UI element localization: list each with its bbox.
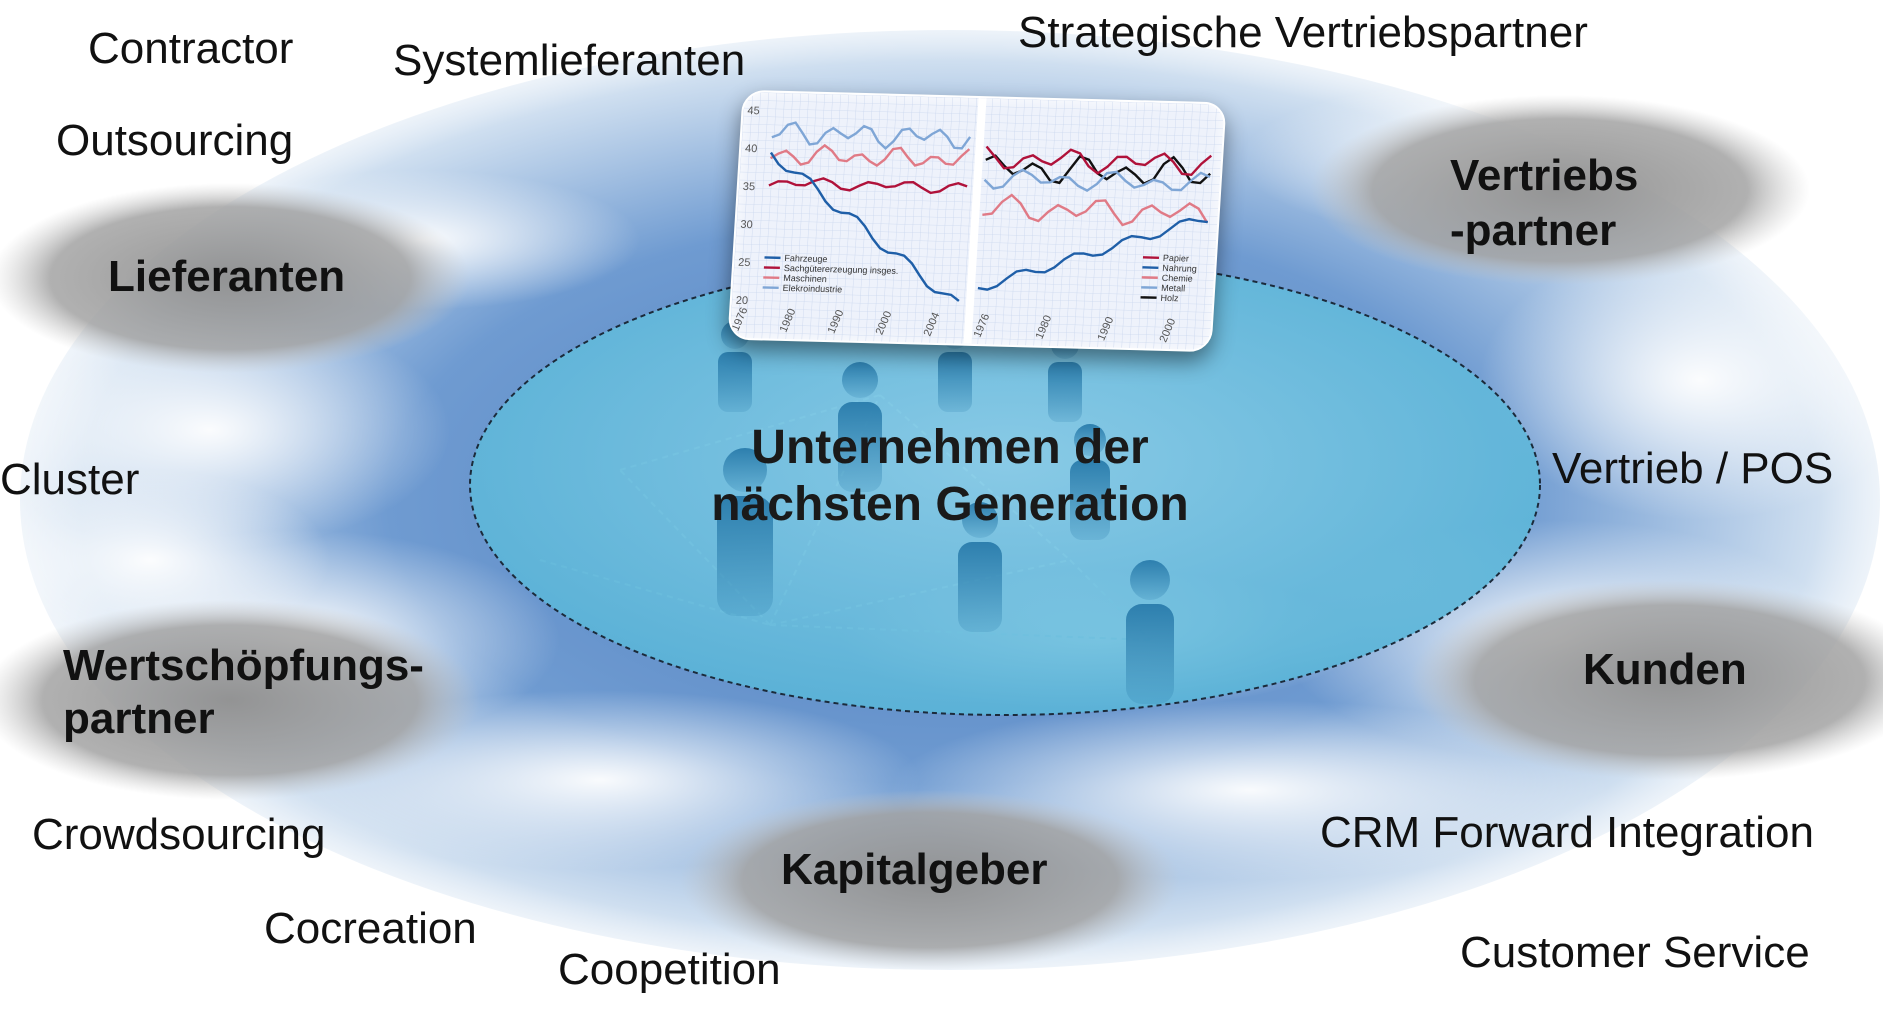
legend-entry: Metall bbox=[1161, 283, 1186, 294]
series-line bbox=[771, 121, 972, 151]
term-crm-forward-integration: CRM Forward Integration bbox=[1320, 808, 1814, 857]
wertschoepfung-line1: Wertschöpfungs- bbox=[63, 641, 424, 690]
vertriebspartner-line2: -partner bbox=[1450, 206, 1617, 255]
term-coopetition: Coopetition bbox=[558, 945, 781, 994]
series-line bbox=[768, 177, 968, 195]
legend-entry: Maschinen bbox=[783, 273, 827, 284]
series-line bbox=[769, 151, 960, 302]
y-tick-label: 20 bbox=[735, 295, 748, 307]
legend-entry: Sachgütererzeugung insges. bbox=[784, 263, 899, 276]
y-tick-label: 35 bbox=[742, 181, 755, 193]
kunden-label: Kunden bbox=[1583, 645, 1747, 694]
legend-entry: Fahrzeuge bbox=[784, 253, 828, 264]
wertschoepfung-label: Wertschöpfungs- partner bbox=[63, 640, 424, 746]
term-contractor: Contractor bbox=[88, 24, 294, 73]
series-line bbox=[982, 193, 1209, 227]
term-crowdsourcing: Crowdsourcing bbox=[32, 810, 326, 859]
wertschoepfung-line2: partner bbox=[63, 693, 215, 743]
kapitalgeber-cluster bbox=[680, 790, 1180, 970]
y-tick-label: 25 bbox=[738, 257, 751, 269]
legend-entry: Chemie bbox=[1161, 273, 1193, 284]
legend-entry: Holz bbox=[1160, 293, 1179, 303]
term-systemlieferanten: Systemlieferanten bbox=[393, 36, 746, 85]
term-strategische-vertriebspartner: Strategische Vertriebspartner bbox=[1018, 8, 1588, 57]
series-line bbox=[977, 217, 1209, 291]
vertriebspartner-label: Vertriebs -partner bbox=[1450, 148, 1638, 258]
kapitalgeber-label: Kapitalgeber bbox=[781, 845, 1048, 894]
vertriebspartner-cluster bbox=[1310, 95, 1810, 285]
legend-entry: Papier bbox=[1163, 253, 1190, 264]
term-customer-service: Customer Service bbox=[1460, 928, 1810, 977]
center-title-line2: nächsten Generation bbox=[711, 477, 1189, 531]
series-line bbox=[985, 145, 1213, 177]
center-title-line1: Unternehmen der bbox=[751, 421, 1149, 474]
legend-entry: Elekroindustrie bbox=[782, 283, 842, 295]
wertschoepfung-cluster bbox=[0, 600, 480, 800]
y-tick-label: 30 bbox=[740, 219, 753, 231]
kunden-cluster bbox=[1410, 580, 1883, 780]
y-tick-label: 45 bbox=[747, 105, 760, 117]
center-title: Unternehmen der nächsten Generation bbox=[640, 420, 1260, 533]
legend-entry: Nahrung bbox=[1162, 263, 1197, 274]
lieferanten-label: Lieferanten bbox=[108, 252, 346, 301]
term-outsourcing: Outsourcing bbox=[56, 116, 294, 165]
term-cocreation: Cocreation bbox=[264, 904, 477, 953]
y-tick-label: 40 bbox=[745, 143, 758, 155]
series-line bbox=[983, 168, 1211, 192]
lieferanten-cluster bbox=[0, 183, 470, 373]
people-figures bbox=[717, 321, 1174, 704]
series-line bbox=[769, 143, 971, 168]
vertriebspartner-line1: Vertriebs bbox=[1450, 151, 1639, 200]
term-vertrieb-pos: Vertrieb / POS bbox=[1552, 444, 1834, 493]
term-cluster: Cluster bbox=[0, 455, 140, 504]
